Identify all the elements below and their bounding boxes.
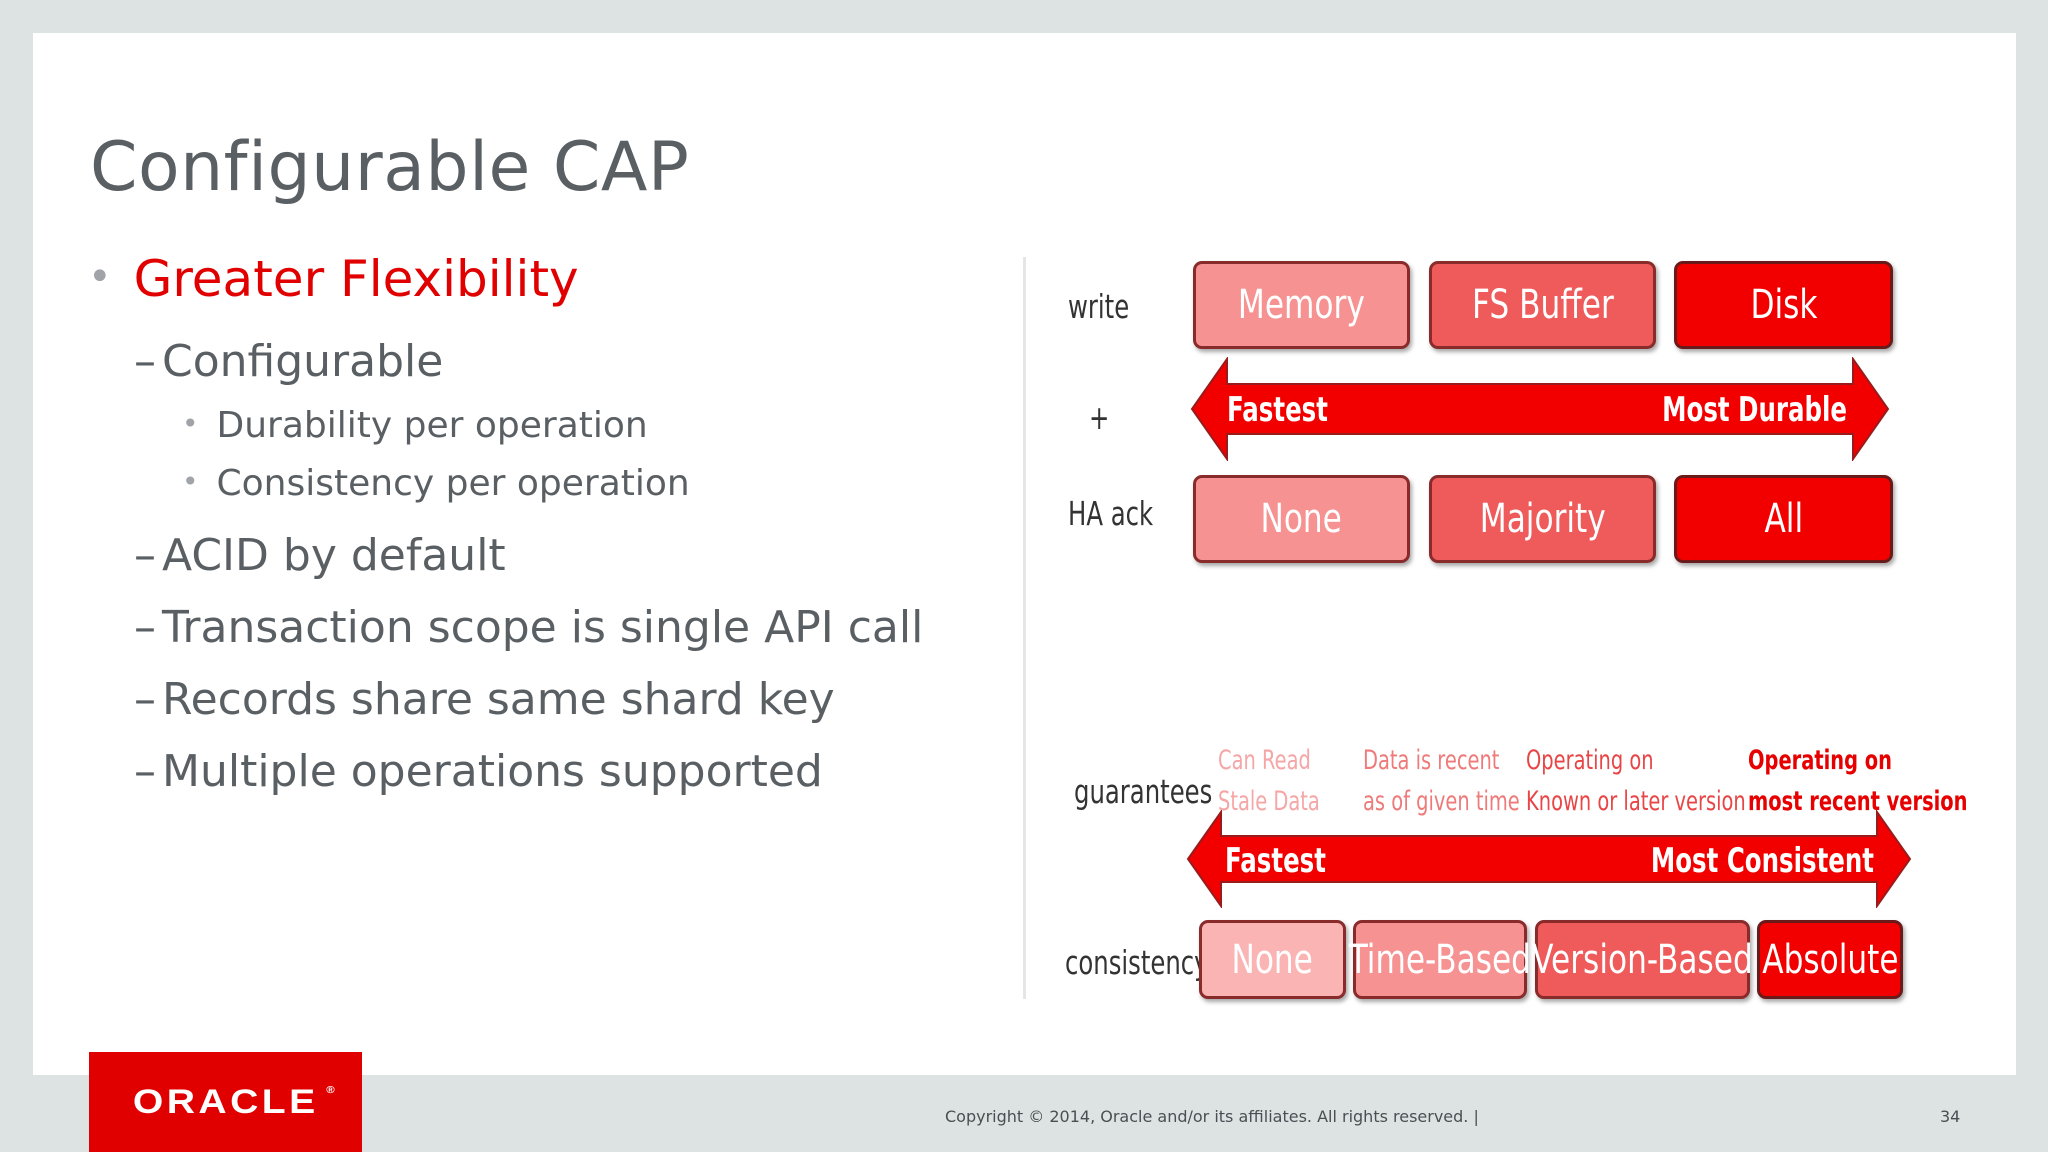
copyright-text: Copyright © 2014, Oracle and/or its affi… bbox=[945, 1107, 1479, 1126]
dash-mark: – bbox=[134, 602, 156, 653]
bullet-durability: •Durability per operation bbox=[182, 405, 648, 446]
write-fsbuffer-box: FS Buffer bbox=[1429, 261, 1656, 349]
dash-mark: – bbox=[134, 530, 156, 581]
write-label: write bbox=[1068, 287, 1130, 326]
haack-label: HA ack bbox=[1068, 494, 1154, 533]
vertical-divider bbox=[1023, 257, 1026, 999]
guarantees-label: guarantees bbox=[1074, 772, 1213, 811]
oracle-logo-text: ORACLE® bbox=[132, 1082, 335, 1121]
guarantee-recent-version: Operating on most recent version bbox=[1748, 745, 1968, 817]
bullet-scope: –Transaction scope is single API call bbox=[134, 602, 924, 653]
plus-label: + bbox=[1089, 398, 1110, 437]
arrow2-right-label: Most Consistent bbox=[1650, 841, 1874, 881]
consistency-label: consistency bbox=[1065, 943, 1209, 982]
durability-arrow bbox=[1190, 357, 1890, 461]
consistency-version-box: Version-Based bbox=[1532, 920, 1753, 999]
ha-all-box: All bbox=[1674, 475, 1893, 563]
guarantee-known-version: Operating on Known or later version bbox=[1526, 745, 1746, 817]
bullet-dot: • bbox=[88, 254, 112, 300]
bullet-dot: • bbox=[182, 465, 199, 498]
ha-majority-box: Majority bbox=[1429, 475, 1656, 563]
bullet-records: –Records share same shard key bbox=[134, 674, 835, 725]
write-memory-box: Memory bbox=[1193, 261, 1410, 349]
consistency-absolute-box: Absolute bbox=[1757, 920, 1903, 999]
guarantee-stale: Can Read Stale Data bbox=[1218, 745, 1320, 817]
consistency-none-box: None bbox=[1199, 920, 1346, 999]
bullet-multiple: –Multiple operations supported bbox=[134, 746, 823, 797]
consistency-arrow bbox=[1186, 810, 1912, 908]
consistency-time-box: Time-Based bbox=[1349, 920, 1531, 999]
dash-mark: – bbox=[134, 674, 156, 725]
oracle-logo: ORACLE® bbox=[89, 1052, 362, 1152]
page-number: 34 bbox=[1940, 1107, 1961, 1126]
guarantee-time: Data is recent as of given time bbox=[1363, 745, 1520, 817]
bullet-acid: –ACID by default bbox=[134, 530, 506, 581]
bullet-consistency: •Consistency per operation bbox=[182, 463, 690, 504]
bullet-dot: • bbox=[182, 407, 199, 440]
dash-mark: – bbox=[134, 746, 156, 797]
arrow2-left-label: Fastest bbox=[1225, 841, 1326, 881]
bullet-configurable: –Configurable bbox=[134, 336, 444, 387]
write-disk-box: Disk bbox=[1674, 261, 1893, 349]
ha-none-box: None bbox=[1193, 475, 1410, 563]
dash-mark: – bbox=[134, 336, 156, 387]
bullet-greater-flexibility: •Greater Flexibility bbox=[88, 250, 579, 308]
arrow1-left-label: Fastest bbox=[1227, 390, 1328, 430]
slide-title: Configurable CAP bbox=[90, 128, 690, 207]
arrow1-right-label: Most Durable bbox=[1662, 390, 1847, 430]
